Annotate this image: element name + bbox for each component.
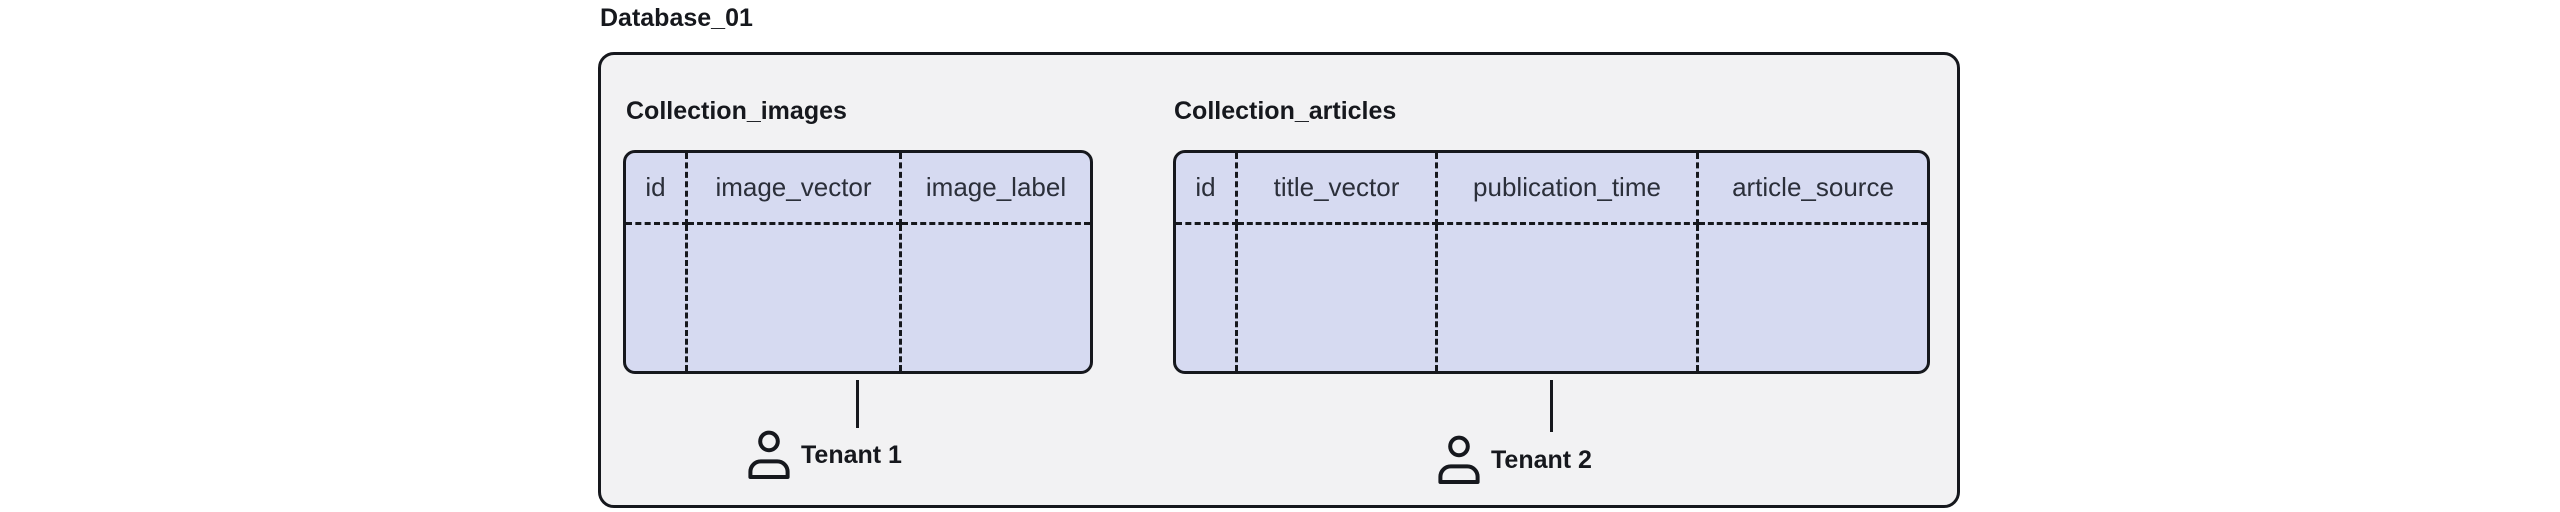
column-header-image-vector: image_vector: [688, 153, 902, 225]
empty-row-cell: [1176, 225, 1238, 371]
empty-row-cell: [688, 225, 902, 371]
collection-articles-table: id title_vector publication_time article…: [1173, 150, 1930, 374]
column-header-id: id: [626, 153, 688, 225]
empty-row-cell: [626, 225, 688, 371]
column-header-id: id: [1176, 153, 1238, 225]
column-header-article-source: article_source: [1699, 153, 1927, 225]
empty-row-cell: [1699, 225, 1927, 371]
user-icon: [746, 429, 792, 481]
tenant-2: Tenant 2: [1436, 434, 1592, 486]
empty-row-cell: [1238, 225, 1438, 371]
tenant-1: Tenant 1: [746, 429, 902, 481]
user-icon: [1436, 434, 1482, 486]
connector-line-tenant-1: [856, 380, 859, 428]
collection-articles-label: Collection_articles: [1174, 97, 1397, 125]
tenant-1-label: Tenant 1: [801, 440, 902, 469]
column-header-image-label: image_label: [902, 153, 1090, 225]
empty-row-cell: [1438, 225, 1699, 371]
column-header-title-vector: title_vector: [1238, 153, 1438, 225]
collection-images-label: Collection_images: [626, 97, 847, 125]
database-title: Database_01: [600, 4, 753, 32]
column-header-publication-time: publication_time: [1438, 153, 1699, 225]
empty-row-cell: [902, 225, 1090, 371]
tenant-2-label: Tenant 2: [1491, 445, 1592, 474]
connector-line-tenant-2: [1550, 380, 1553, 432]
collection-images-table: id image_vector image_label: [623, 150, 1093, 374]
